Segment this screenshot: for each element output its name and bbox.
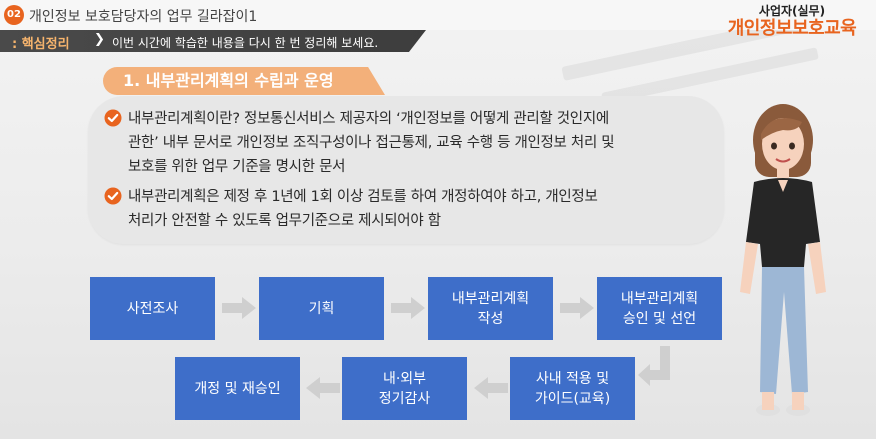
flow-step-write-plan: 내부관리계획 작성 — [428, 277, 553, 340]
arrow-right-icon — [560, 297, 594, 319]
flow-step-apply-guide: 사내 적용 및 가이드(교육) — [510, 357, 635, 420]
brand-logo: 사업자(실무) 개인정보보호교육 — [712, 4, 872, 40]
summary-label: : 핵심정리 — [12, 37, 70, 52]
presenter-character-illustration — [740, 104, 826, 416]
top-bar: 02 개인정보 보호담당자의 업무 길라잡이1 사업자(실무) 개인정보보호교육 — [0, 0, 876, 39]
flow-step-planning: 기획 — [259, 277, 384, 340]
bullet-line: 관한’ 내부 문서로 개인정보 조직구성이나 접근통제, 교육 수행 등 개인정… — [128, 135, 615, 151]
content-box — [88, 96, 724, 244]
arrow-left-icon — [474, 377, 508, 399]
bullet-line: 처리가 안전할 수 있도록 업무기준으로 제시되어야 함 — [128, 213, 441, 229]
chapter-number-badge: 02 — [4, 5, 24, 25]
chevron-right-icon: ❯ — [94, 32, 105, 47]
arrow-elbow-down-left-icon — [638, 346, 670, 386]
arrow-right-icon — [391, 297, 425, 319]
bullet-item: 내부관리계획이란? 정보통신서비스 제공자의 ‘개인정보를 어떻게 관리할 것인… — [104, 107, 704, 179]
chapter-title: 개인정보 보호담당자의 업무 길라잡이1 — [29, 9, 258, 25]
bullet-line: 내부관리계획이란? 정보통신서비스 제공자의 ‘개인정보를 어떻게 관리할 것인… — [128, 111, 609, 127]
check-circle-icon — [104, 109, 122, 127]
brand-subtitle: 사업자(실무) — [758, 4, 826, 18]
flow-step-approve-plan: 내부관리계획 승인 및 선언 — [597, 277, 722, 340]
arrow-left-icon — [306, 377, 340, 399]
flow-step-survey: 사전조사 — [90, 277, 215, 340]
brand-title: 개인정보보호교육 — [727, 18, 857, 39]
bullet-line: 내부관리계획은 제정 후 1년에 1회 이상 검토를 하여 개정하여야 하고, … — [128, 189, 598, 205]
section-title: 1. 내부관리계획의 수립과 운영 — [103, 67, 385, 95]
bullet-text: 내부관리계획은 제정 후 1년에 1회 이상 검토를 하여 개정하여야 하고, … — [128, 185, 598, 233]
flow-step-revise: 개정 및 재승인 — [175, 357, 300, 420]
bullet-item: 내부관리계획은 제정 후 1년에 1회 이상 검토를 하여 개정하여야 하고, … — [104, 185, 704, 233]
arrow-right-icon — [222, 297, 256, 319]
flow-step-audit: 내·외부 정기감사 — [342, 357, 467, 420]
check-circle-icon — [104, 187, 122, 205]
bullet-line: 보호를 위한 업무 기준을 명시한 문서 — [128, 159, 346, 175]
bullet-text: 내부관리계획이란? 정보통신서비스 제공자의 ‘개인정보를 어떻게 관리할 것인… — [128, 107, 615, 179]
summary-bar: : 핵심정리 ❯ 이번 시간에 학습한 내용을 다시 한 번 정리해 보세요. — [0, 30, 426, 52]
summary-text: 이번 시간에 학습한 내용을 다시 한 번 정리해 보세요. — [112, 36, 379, 50]
